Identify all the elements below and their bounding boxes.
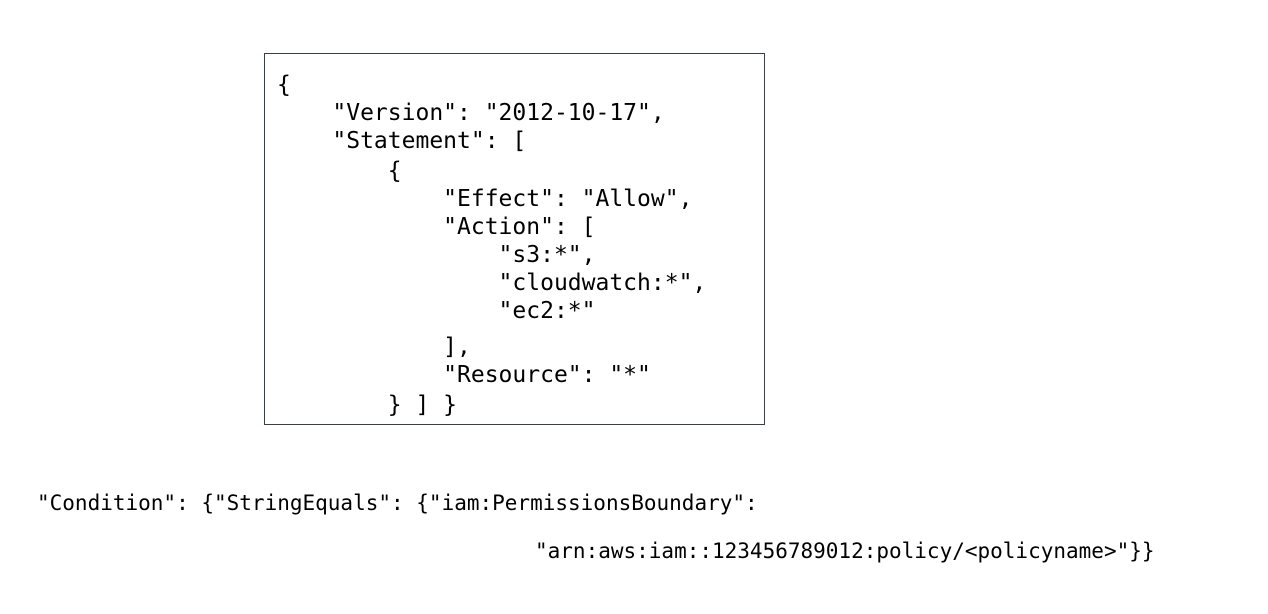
policy-document-box: { "Version": "2012-10-17", "Statement": …: [264, 53, 765, 425]
condition-line-1: "Condition": {"StringEquals": {"iam:Perm…: [37, 491, 758, 515]
policy-line-effect: "Effect": "Allow",: [277, 186, 693, 212]
policy-line-close: } ] }: [277, 392, 458, 418]
policy-line-action-close: ],: [277, 334, 471, 360]
policy-line-action-cloudwatch: "cloudwatch:*",: [277, 270, 707, 296]
policy-line-version: "Version": "2012-10-17",: [277, 100, 665, 126]
policy-line-resource: "Resource": "*": [277, 362, 651, 388]
policy-line-statement: "Statement": [: [277, 128, 527, 154]
policy-line-action: "Action": [: [277, 214, 596, 240]
policy-line-open-brace: {: [277, 72, 291, 98]
policy-line-statement-open: {: [277, 158, 402, 184]
condition-line-2: "arn:aws:iam::123456789012:policy/<polic…: [535, 539, 1155, 563]
policy-line-action-ec2: "ec2:*": [277, 298, 596, 324]
policy-line-action-s3: "s3:*",: [277, 242, 596, 268]
